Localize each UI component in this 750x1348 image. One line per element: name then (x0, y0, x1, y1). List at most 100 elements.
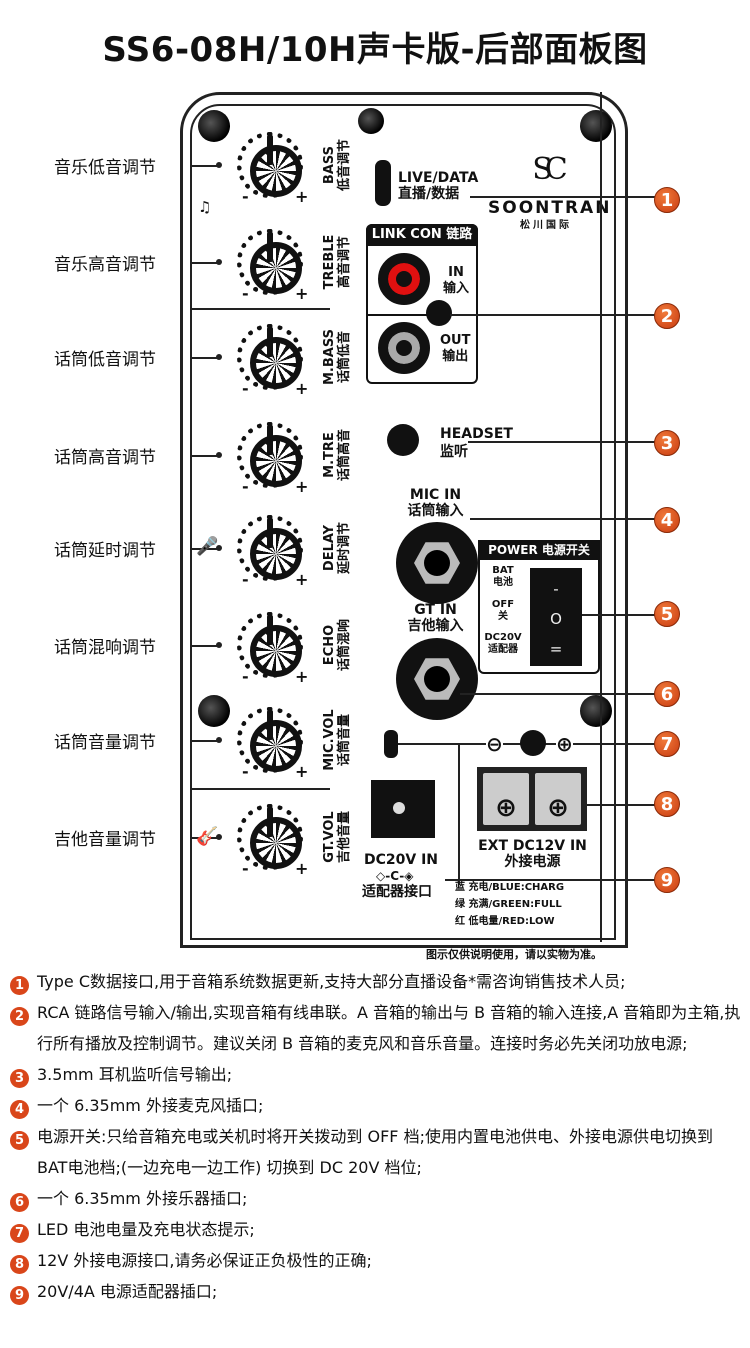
plus-label: + (295, 667, 309, 686)
note-text: 一个 6.35mm 外接乐器插口; (37, 1189, 248, 1208)
note-text: 3.5mm 耳机监听信号输出; (37, 1065, 233, 1084)
negative-icon: ⊖ (486, 732, 503, 756)
ext-dc-terminal[interactable]: ⊕⊕ (477, 767, 587, 831)
brand-logo-icon: SC (532, 152, 568, 187)
leader-line (190, 455, 220, 457)
guitar-icon: 🎸 (196, 826, 219, 847)
knob-function-label: 吉他音量调节 (54, 830, 156, 850)
headset-jack[interactable] (387, 424, 419, 456)
callout-9: 9 (654, 867, 680, 893)
note-number-badge: 5 (10, 1131, 29, 1150)
knob-function-label: 音乐低音调节 (54, 158, 156, 178)
screw-icon (580, 110, 612, 142)
live-label-cn: 直播/数据 (398, 186, 460, 202)
headset-label-cn: 监听 (440, 444, 468, 460)
dc-polarity-icon: ◇-C-◈ (376, 869, 414, 883)
note-text: 12V 外接电源接口,请务必保证正负极性的正确; (37, 1251, 372, 1270)
usb-c-port[interactable] (375, 160, 391, 206)
knob-gt-vol[interactable] (237, 804, 303, 870)
callout-5: 5 (654, 601, 680, 627)
note-item: 6 一个 6.35mm 外接乐器插口; (10, 1183, 745, 1214)
note-number-badge: 1 (10, 976, 29, 995)
screw-icon (198, 110, 230, 142)
headset-label: HEADSET (440, 426, 513, 442)
minus-label: - (242, 477, 249, 496)
callout-1: 1 (654, 187, 680, 213)
leader-line (470, 518, 655, 520)
leader-line (190, 837, 220, 839)
knob-function-label: 话筒音量调节 (54, 733, 156, 753)
leader-line (190, 357, 220, 359)
positive-icon: ⊕ (556, 732, 573, 756)
dc-label-cn: 适配器接口 (362, 884, 432, 900)
knob-m-bass[interactable] (237, 324, 303, 390)
leader-line (470, 196, 655, 198)
microphone-icon: 🎤 (196, 536, 219, 557)
callout-6: 6 (654, 681, 680, 707)
knob-mic-vol[interactable] (237, 707, 303, 773)
knob-echo[interactable] (237, 612, 303, 678)
mic-in-jack[interactable] (396, 522, 478, 604)
note-item: 3 3.5mm 耳机监听信号输出; (10, 1059, 745, 1090)
knob-function-label: 音乐高音调节 (54, 255, 156, 275)
knob-m-tre[interactable] (237, 422, 303, 488)
note-number-badge: 9 (10, 1286, 29, 1305)
panel-edge (600, 92, 602, 942)
gt-in-jack[interactable] (396, 638, 478, 720)
leader-dot (216, 354, 222, 360)
leader-dot (216, 834, 222, 840)
leader-line (445, 879, 655, 881)
screw-icon (358, 108, 384, 134)
leader-dot (216, 642, 222, 648)
leader-line (460, 693, 655, 695)
leader-line (450, 314, 655, 316)
leader-line (190, 165, 220, 167)
note-number-badge: 3 (10, 1069, 29, 1088)
minus-label: - (242, 859, 249, 878)
minus-label: - (242, 762, 249, 781)
link-con-title: LINK CON 链路 (366, 224, 478, 246)
note-text: RCA 链路信号输入/输出,实现音箱有线串联。A 音箱的输出与 B 音箱的输入连… (37, 1003, 741, 1053)
rca-out-jack[interactable] (378, 322, 430, 374)
callout-8: 8 (654, 791, 680, 817)
ext-indicator (520, 730, 546, 756)
screw-icon (198, 695, 230, 727)
led-indicator (384, 730, 398, 758)
knob-treble[interactable] (237, 229, 303, 295)
screw-icon (580, 695, 612, 727)
knob-function-label: 话筒高音调节 (54, 448, 156, 468)
knob-delay[interactable] (237, 515, 303, 581)
minus-label: - (242, 187, 249, 206)
leader-line (190, 645, 220, 647)
knob-bass[interactable] (237, 132, 303, 198)
note-text: LED 电池电量及充电状态提示; (37, 1220, 255, 1239)
dc-jack[interactable] (371, 780, 435, 838)
minus-label: - (242, 570, 249, 589)
leader-dot (216, 259, 222, 265)
note-number-badge: 6 (10, 1193, 29, 1212)
callout-2: 2 (654, 303, 680, 329)
brand-name: SOONTRAN (488, 198, 612, 218)
divider (190, 788, 330, 790)
power-switch[interactable]: -O= (530, 568, 582, 666)
plus-label: + (295, 284, 309, 303)
divider (190, 308, 330, 310)
disclaimer: 图示仅供说明使用，请以实物为准。 (426, 948, 602, 961)
rca-in-jack[interactable] (378, 253, 430, 305)
plus-label: + (295, 379, 309, 398)
note-number-badge: 7 (10, 1224, 29, 1243)
leader-line (587, 804, 655, 806)
